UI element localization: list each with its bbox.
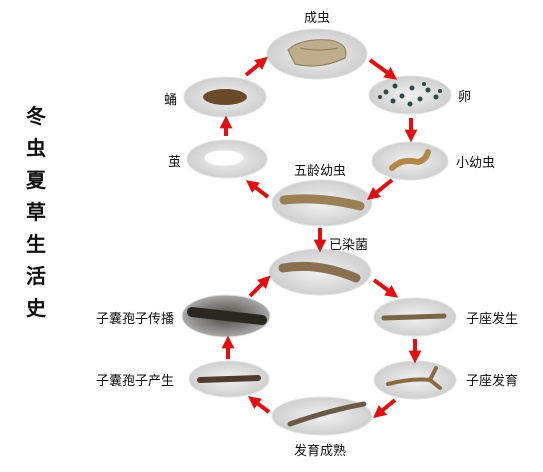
adult-ellipse — [266, 28, 368, 80]
label-pupa: 蛹 — [164, 93, 178, 108]
arrow-larva-to-fifth — [367, 178, 394, 200]
label-stroma-emerge: 子座发生 — [466, 312, 519, 327]
mature-ellipse — [271, 396, 373, 436]
arrow-fifth-to-cocoon — [245, 180, 270, 199]
ascospore-produce-icon — [197, 375, 261, 383]
upper-cycle-arrows — [219, 56, 418, 200]
arrow-mature-to-produce — [247, 396, 271, 414]
stroma-develop-icon — [386, 366, 442, 390]
title-char: 活 — [26, 264, 46, 288]
arrow-adult-to-egg — [368, 58, 398, 80]
title-char: 虫 — [26, 136, 46, 160]
infected-larva-icon — [278, 261, 361, 283]
pupa-ellipse — [183, 76, 267, 118]
fifth-instar-larva-icon — [279, 194, 365, 211]
label-mature: 发育成熟 — [294, 444, 347, 459]
young-larva-icon — [389, 149, 431, 171]
label-young-larva: 小幼虫 — [456, 156, 496, 171]
cocoon-icon — [203, 149, 245, 167]
arrow-pupa-to-adult — [244, 56, 268, 77]
arrow-infected-to-emerge — [372, 278, 399, 298]
pupa-icon — [203, 89, 247, 105]
title-char: 生 — [26, 232, 46, 256]
stroma-emerge-icon — [381, 313, 447, 321]
stroma-emerge-ellipse — [373, 297, 457, 337]
life-history-title: 冬 虫 夏 草 生 活 史 — [22, 100, 50, 324]
ascospore-spread-ellipse — [181, 294, 271, 338]
title-char: 冬 — [26, 104, 46, 128]
adult-moth-icon — [287, 39, 347, 67]
ascospore-produce-ellipse — [188, 360, 270, 398]
eggs-icon — [378, 82, 442, 107]
fifth-instar-ellipse — [271, 179, 373, 227]
cocoon-ellipse — [186, 139, 268, 179]
stroma-develop-ellipse — [373, 360, 457, 400]
infected-ellipse — [268, 248, 372, 296]
title-char: 夏 — [26, 168, 46, 192]
label-stroma-develop: 子座发育 — [466, 374, 519, 389]
label-cocoon: 茧 — [168, 155, 182, 170]
arrow-spread-to-infected — [248, 275, 271, 298]
young-larva-ellipse — [371, 141, 449, 181]
title-char: 史 — [26, 296, 46, 320]
mature-cordyceps-icon — [287, 401, 367, 427]
title-char: 草 — [26, 200, 46, 224]
arrow-develop-to-mature — [373, 398, 397, 419]
label-ascospore-spread: 子囊孢子传播 — [96, 312, 175, 327]
label-fifth-instar: 五龄幼虫 — [294, 164, 347, 179]
label-infected: 已染菌 — [329, 238, 369, 253]
label-ascospore-produce: 子囊孢子产生 — [96, 374, 175, 389]
label-adult: 成虫 — [304, 11, 331, 26]
lower-cycle-arrows — [221, 275, 422, 419]
label-egg: 卵 — [458, 90, 472, 105]
ascospore-spread-icon — [187, 307, 267, 325]
egg-ellipse — [368, 75, 452, 115]
